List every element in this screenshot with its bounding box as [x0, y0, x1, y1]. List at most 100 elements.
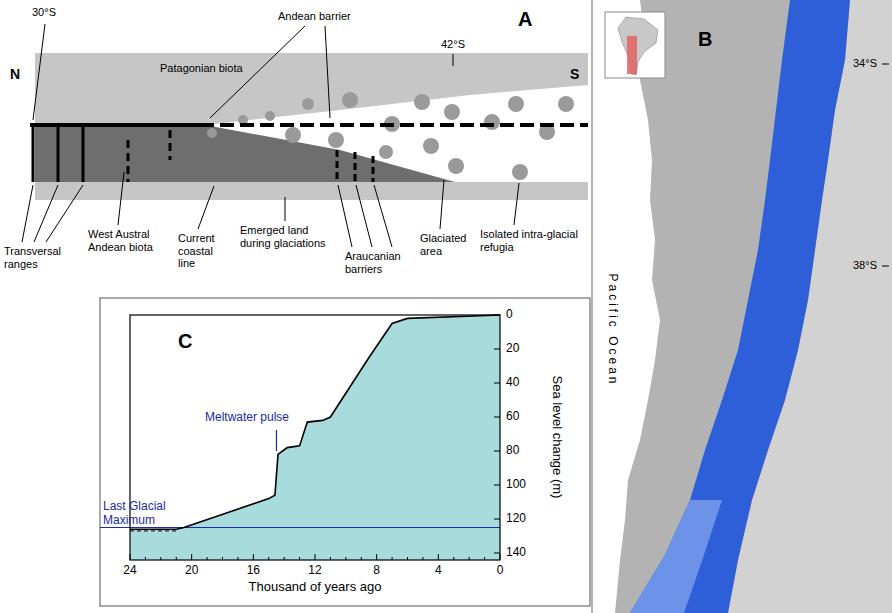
latitude-label: 30°S	[32, 6, 56, 19]
leader-lines	[22, 24, 519, 247]
land	[615, 0, 892, 613]
x-tick	[160, 557, 161, 560]
tick-label: 60	[506, 410, 519, 424]
tick-label: 80	[506, 444, 519, 458]
latitude-label: 34°S	[853, 57, 877, 70]
panel-c-frame	[100, 298, 590, 606]
latitude-tick	[882, 266, 889, 267]
tick-label: 16	[247, 564, 260, 578]
x-tick	[484, 557, 485, 560]
tick-label: 120	[506, 512, 526, 526]
andean-barrier-solid	[30, 123, 200, 127]
araucanian-barriers	[337, 150, 373, 182]
x-tick	[438, 554, 439, 560]
patagonian-band	[35, 53, 588, 125]
plot-frame	[130, 315, 500, 560]
y-tick	[494, 383, 500, 384]
x-tick	[469, 557, 470, 560]
x-tick	[407, 557, 408, 560]
panel-a-schematic	[22, 24, 588, 247]
x-tick	[130, 554, 131, 560]
axis-title: Thousand of years ago	[249, 580, 382, 595]
sea-level-curve	[130, 315, 500, 529]
inset-study-area	[627, 36, 637, 74]
y-tick	[494, 417, 500, 418]
sea-level-area	[130, 315, 500, 560]
panel-letter: B	[698, 28, 712, 51]
tick-label: 0	[506, 308, 513, 322]
barrier-label: Araucanian barriers	[345, 250, 411, 275]
axis-title: Sea level change (m)	[550, 376, 565, 499]
latitude-label: 38°S	[853, 259, 877, 272]
x-tick	[176, 557, 177, 560]
tick-label: 40	[506, 376, 519, 390]
pulse-marker	[276, 430, 277, 451]
y-tick	[494, 349, 500, 350]
region-label: Patagonian biota	[160, 62, 243, 75]
x-tick	[315, 554, 316, 560]
compass-label: S	[570, 66, 579, 82]
x-tick	[361, 557, 362, 560]
emerged-land-band	[35, 182, 588, 200]
x-tick	[237, 557, 238, 560]
x-tick	[376, 554, 377, 560]
x-tick	[299, 557, 300, 560]
transversal-ranges	[33, 125, 170, 182]
andes-range	[630, 0, 850, 613]
tick-label: 0	[497, 564, 504, 578]
panel-letter: A	[518, 8, 532, 31]
region-label: Glaciated area	[420, 232, 475, 257]
panel-letter: C	[178, 330, 192, 353]
x-tick	[284, 557, 285, 560]
andean-barrier-dashed	[200, 123, 588, 127]
x-tick	[268, 557, 269, 560]
tick-label: 24	[123, 564, 136, 578]
y-tick	[494, 451, 500, 452]
feature-label: Current coastal line	[178, 232, 228, 270]
inset-south-america	[618, 17, 658, 75]
west-austral-region	[35, 125, 455, 182]
region-label: West Austral Andean biota	[88, 228, 168, 253]
event-label: Meltwater pulse	[205, 411, 289, 425]
x-tick	[453, 557, 454, 560]
panel-b-map	[592, 0, 892, 613]
ocean-label: Pacific Ocean	[605, 273, 619, 386]
lgm-line	[100, 527, 500, 528]
y-tick	[494, 315, 500, 316]
tick-label: 100	[506, 478, 526, 492]
event-label: Last Glacial Maximum	[103, 500, 191, 528]
tick-label: 8	[373, 564, 380, 578]
compass-label: N	[10, 66, 20, 82]
x-tick	[422, 557, 423, 560]
barrier-label: Andean barrier	[278, 10, 351, 23]
x-tick	[222, 557, 223, 560]
inset-frame	[605, 12, 665, 78]
y-tick	[494, 553, 500, 554]
x-tick	[500, 554, 501, 560]
x-tick	[345, 557, 346, 560]
tick-label: 20	[506, 342, 519, 356]
x-tick	[145, 557, 146, 560]
x-tick	[392, 557, 393, 560]
x-tick	[207, 557, 208, 560]
andes-southern-range	[630, 500, 722, 613]
latitude-label: 42°S	[441, 38, 465, 51]
y-tick	[494, 519, 500, 520]
x-tick	[330, 557, 331, 560]
latitude-tick	[882, 64, 889, 65]
tick-label: 140	[506, 546, 526, 560]
x-tick	[253, 554, 254, 560]
lgm-dashed	[130, 530, 176, 531]
tick-label: 12	[308, 564, 321, 578]
refugia-circles	[207, 92, 574, 180]
tick-label: 20	[185, 564, 198, 578]
x-tick	[191, 554, 192, 560]
feature-label: Transversal ranges	[4, 245, 66, 270]
tick-label: 4	[435, 564, 442, 578]
region-label: Emerged land during glaciations	[240, 224, 336, 249]
sea-level-chart	[100, 315, 500, 560]
y-tick	[494, 485, 500, 486]
panel-divider	[592, 0, 593, 613]
